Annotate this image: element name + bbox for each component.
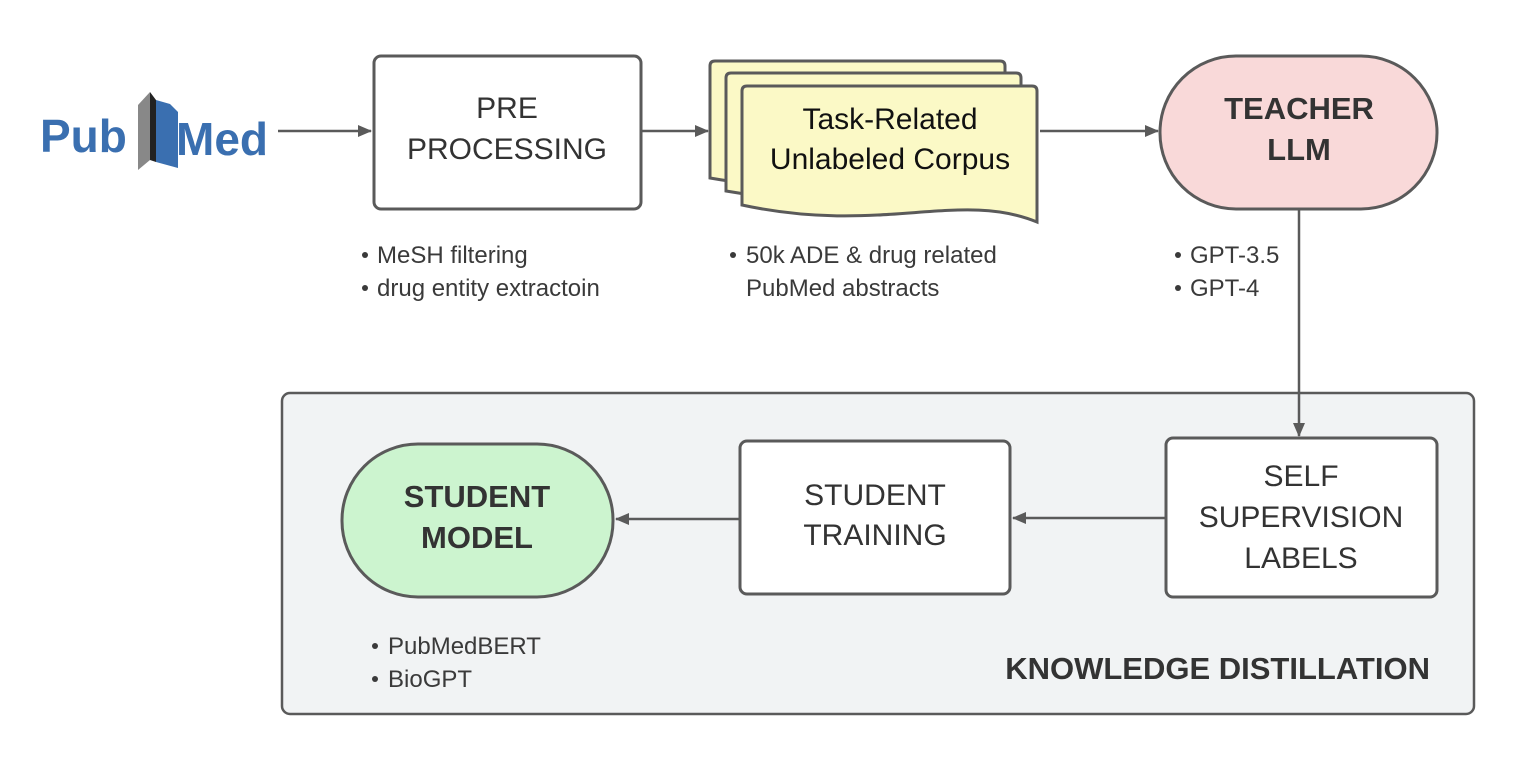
pubmed-logo-left: Pub bbox=[40, 110, 127, 162]
corpus-bullet-1-continued: PubMed abstracts bbox=[746, 275, 939, 302]
corpus-label-line1: Task-Related bbox=[802, 103, 977, 136]
student-model-bullets: PubMedBERT BioGPT bbox=[372, 633, 541, 693]
preprocessing-bullet-2: drug entity extractoin bbox=[377, 275, 600, 302]
teacher-llm-box bbox=[1158, 54, 1439, 211]
student-model-bullet-1: PubMedBERT bbox=[388, 633, 541, 660]
pubmed-logo: Pub Med bbox=[40, 92, 268, 170]
knowledge-distillation-label: KNOWLEDGE DISTILLATION bbox=[1005, 651, 1430, 686]
preprocessing-bullets: MeSH filtering drug entity extractoin bbox=[362, 242, 600, 302]
self-supervision-labels-box bbox=[1164, 436, 1439, 599]
self-supervision-label-line3: LABELS bbox=[1244, 542, 1357, 575]
corpus-bullets: 50k ADE & drug related PubMed abstracts bbox=[730, 242, 997, 302]
student-training-label-line1: STUDENT bbox=[804, 479, 946, 512]
pubmed-logo-right: Med bbox=[176, 113, 268, 165]
corpus-documents bbox=[708, 59, 1039, 225]
student-training-label-line2: TRAINING bbox=[803, 519, 946, 552]
self-supervision-label-line1: SELF bbox=[1263, 460, 1338, 493]
teacher-bullets: GPT-3.5 GPT-4 bbox=[1175, 242, 1279, 302]
teacher-llm-label-line2: LLM bbox=[1267, 132, 1331, 167]
teacher-bullet-2: GPT-4 bbox=[1190, 275, 1259, 302]
preprocessing-bullet-1: MeSH filtering bbox=[377, 242, 528, 269]
teacher-llm-label-line1: TEACHER bbox=[1224, 91, 1374, 126]
student-training-box bbox=[738, 439, 1012, 596]
corpus-bullet-1: 50k ADE & drug related bbox=[746, 242, 997, 269]
student-model-box bbox=[340, 442, 615, 599]
student-model-bullet-2: BioGPT bbox=[388, 666, 472, 693]
student-model-label-line2: MODEL bbox=[421, 520, 533, 555]
corpus-label-line2: Unlabeled Corpus bbox=[770, 143, 1010, 176]
self-supervision-label-line2: SUPERVISION bbox=[1199, 501, 1404, 534]
teacher-bullet-1: GPT-3.5 bbox=[1190, 242, 1279, 269]
book-icon bbox=[138, 92, 178, 170]
preprocessing-box bbox=[372, 54, 643, 211]
preprocessing-label-line1: PRE bbox=[476, 92, 538, 125]
preprocessing-label-line2: PROCESSING bbox=[407, 133, 607, 166]
student-model-label-line1: STUDENT bbox=[404, 479, 550, 514]
